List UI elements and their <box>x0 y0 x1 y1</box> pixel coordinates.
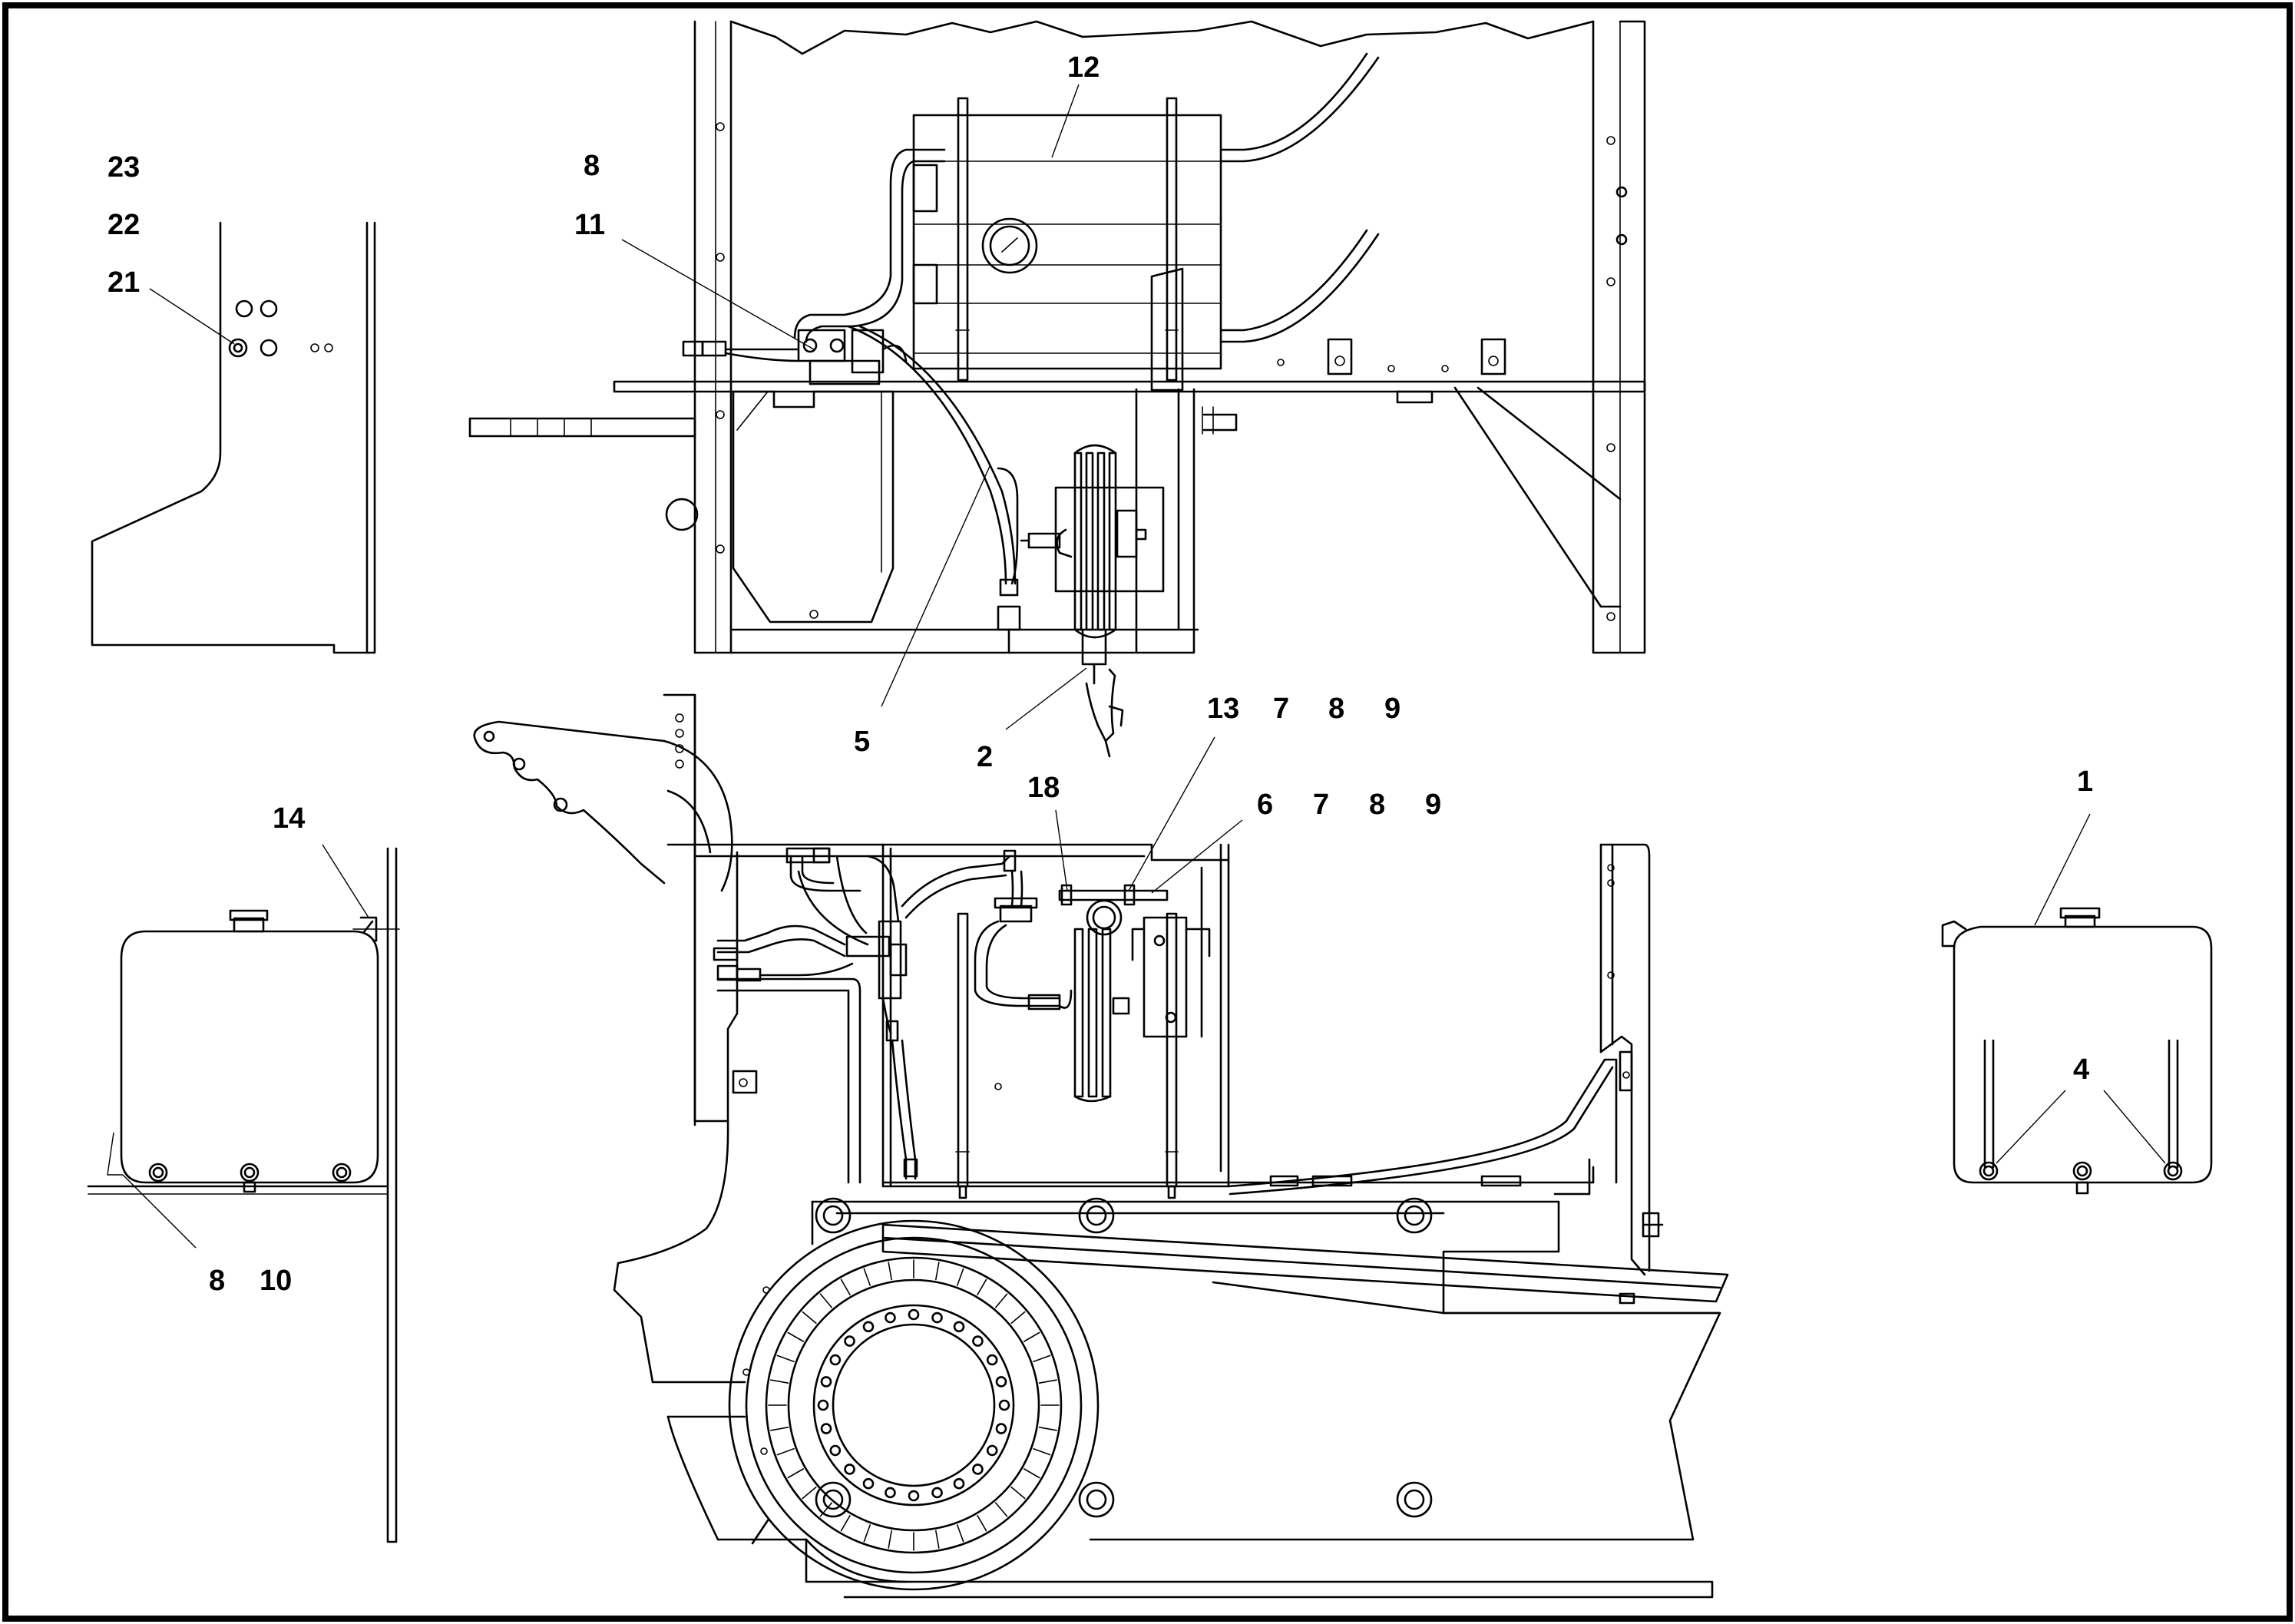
callout-23: 23 <box>107 151 140 184</box>
callout-5: 5 <box>854 726 870 758</box>
wheel-bolt <box>817 1399 829 1411</box>
callout-4: 4 <box>2073 1053 2089 1086</box>
tread-slot <box>840 1514 851 1532</box>
callout-10: 10 <box>260 1265 292 1297</box>
tread-slot <box>1010 1311 1026 1325</box>
tread-slot <box>1010 1486 1026 1500</box>
tread-slot <box>776 1354 795 1363</box>
wheel-bolt <box>820 1376 832 1388</box>
tread-slot <box>787 1468 805 1479</box>
tread-slot <box>994 1293 1008 1308</box>
tread-slot <box>770 1427 789 1431</box>
wheel-bolt <box>862 1477 875 1490</box>
wheel-bolt <box>908 1490 920 1502</box>
callout-8-top: 8 <box>584 150 600 182</box>
wheel-bolt <box>862 1321 875 1333</box>
wheel-bolt <box>885 1311 896 1324</box>
tread-slot <box>1038 1379 1057 1384</box>
wheel-bolt <box>972 1464 984 1475</box>
tread-slot <box>935 1262 940 1281</box>
callout-9-lower: 9 <box>1425 789 1441 821</box>
tread-slot <box>787 1331 805 1342</box>
tread-slot <box>1023 1331 1040 1342</box>
tread-slot <box>770 1379 789 1384</box>
callout-8-lower: 8 <box>1369 789 1385 821</box>
machine-side-view <box>473 693 1729 1599</box>
wheel-bolt <box>953 1477 965 1490</box>
tread-slot <box>819 1502 833 1517</box>
wheel-bolt <box>995 1423 1007 1434</box>
wheel-bolt <box>998 1399 1010 1411</box>
callout-8-left: 8 <box>209 1265 225 1297</box>
top-main-view <box>468 20 1646 758</box>
wheel-bolt <box>931 1311 943 1324</box>
callout-6: 6 <box>1257 789 1273 821</box>
wheel-bolt <box>829 1354 842 1366</box>
wheel-tread <box>768 1259 1060 1551</box>
callout-11: 11 <box>574 209 605 241</box>
tread-slot <box>863 1524 871 1543</box>
callout-18: 18 <box>1027 772 1060 804</box>
tread-slot <box>994 1502 1008 1517</box>
leader-lines <box>122 84 2166 1249</box>
callout-1: 1 <box>2077 766 2093 798</box>
tread-slot <box>888 1530 892 1549</box>
tread-slot <box>802 1486 817 1500</box>
wheel-bolt <box>986 1444 998 1457</box>
right-tank-view <box>1941 907 2213 1195</box>
tread-slot <box>956 1524 964 1543</box>
callout-2: 2 <box>977 741 993 773</box>
tread-slot <box>776 1447 795 1456</box>
callout-12: 12 <box>1067 51 1100 84</box>
callout-labels: 23 22 21 8 11 12 5 2 13 7 8 9 18 6 7 8 9… <box>107 51 2093 1297</box>
callout-14: 14 <box>273 802 305 835</box>
tread-slot <box>977 1514 987 1532</box>
callout-21: 21 <box>107 266 140 299</box>
callout-7-lower: 7 <box>1313 789 1329 821</box>
tread-slot <box>935 1530 940 1549</box>
tread-slot <box>840 1278 851 1296</box>
callout-8-upper: 8 <box>1328 693 1344 725</box>
tread-slot <box>888 1262 892 1281</box>
wheel-bolt <box>829 1444 842 1457</box>
tread-slot <box>1033 1354 1051 1363</box>
tread-slot <box>956 1268 964 1286</box>
wheel-bolt <box>931 1487 943 1499</box>
callout-9-upper: 9 <box>1384 693 1400 725</box>
wheel-bolt <box>908 1308 920 1321</box>
left-tank-view <box>87 847 400 1543</box>
callout-13: 13 <box>1207 693 1239 725</box>
wheel-bolt <box>986 1354 998 1366</box>
side-panel-detail <box>91 221 376 654</box>
tread-slot <box>1033 1447 1051 1456</box>
callout-7-upper: 7 <box>1273 693 1289 725</box>
wheel-bolt <box>972 1335 984 1347</box>
tread-slot <box>819 1293 833 1308</box>
tread-slot <box>863 1268 871 1286</box>
wheel-bolt <box>995 1376 1007 1388</box>
wheel-bolt <box>844 1335 855 1347</box>
wheel-bolt <box>844 1464 855 1475</box>
wheel-bolt <box>820 1423 832 1434</box>
tread-slot <box>802 1311 817 1325</box>
wheel-bolt <box>953 1321 965 1333</box>
callout-22: 22 <box>107 209 140 241</box>
wheel-bolts <box>817 1308 1010 1502</box>
tread-slot <box>977 1278 987 1296</box>
wheel-bolt <box>885 1487 896 1499</box>
tread-slot <box>1023 1468 1040 1479</box>
tread-slot <box>1038 1427 1057 1431</box>
